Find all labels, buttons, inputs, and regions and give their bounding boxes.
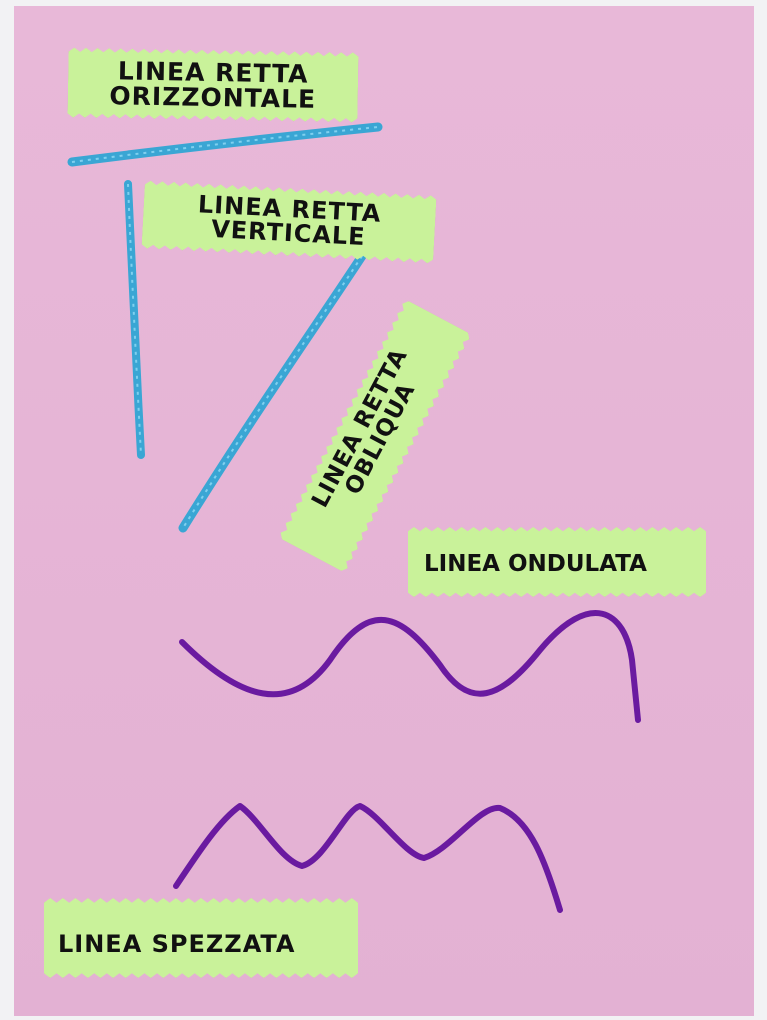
label-horizontal-line2: ORIZZONTALE bbox=[68, 82, 358, 112]
label-horizontal-line: LINEA RETTA ORIZZONTALE bbox=[67, 47, 358, 122]
broken-yarn-line bbox=[176, 806, 560, 910]
label-wavy-text: LINEA ONDULATA bbox=[424, 553, 706, 576]
horizontal-yarn-line bbox=[72, 127, 378, 162]
label-wavy-line: LINEA ONDULATA bbox=[408, 527, 706, 597]
label-broken-text: LINEA SPEZZATA bbox=[58, 932, 358, 956]
wavy-yarn-line bbox=[182, 613, 638, 720]
label-broken-line: LINEA SPEZZATA bbox=[44, 898, 358, 978]
